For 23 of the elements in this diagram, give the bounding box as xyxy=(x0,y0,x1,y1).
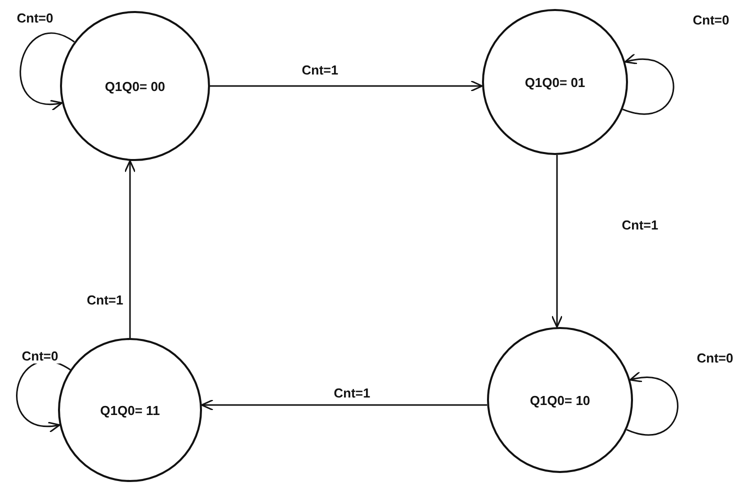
edge-label: Cnt=0 xyxy=(690,12,732,28)
transition-arrow xyxy=(201,399,488,411)
self-loop-arrow xyxy=(20,32,75,110)
transition-arrow xyxy=(210,80,483,92)
edge-label: Cnt=1 xyxy=(84,292,126,308)
state-label: Q1Q0= 00 xyxy=(104,78,166,94)
transition-arrow xyxy=(124,160,136,338)
state-label: Q1Q0= 11 xyxy=(100,402,160,418)
state-circle xyxy=(487,327,633,473)
self-loop-arrow xyxy=(622,54,674,114)
edge-label: Cnt=0 xyxy=(20,348,60,364)
edge-label: Cnt=1 xyxy=(332,386,372,400)
edge-label: Cnt=1 xyxy=(300,62,340,78)
edge-label: Cnt=1 xyxy=(620,218,660,232)
edge-label: Cnt=0 xyxy=(694,350,736,366)
state-label: Q1Q0= 10 xyxy=(530,392,590,408)
state-label: Q1Q0= 01 xyxy=(524,74,586,90)
state-circle xyxy=(58,338,202,482)
self-loop-arrow xyxy=(626,372,678,436)
transition-arrow xyxy=(551,154,563,328)
state-circle xyxy=(482,9,628,155)
edge-label: Cnt=0 xyxy=(14,10,56,26)
state-circle xyxy=(60,11,210,161)
